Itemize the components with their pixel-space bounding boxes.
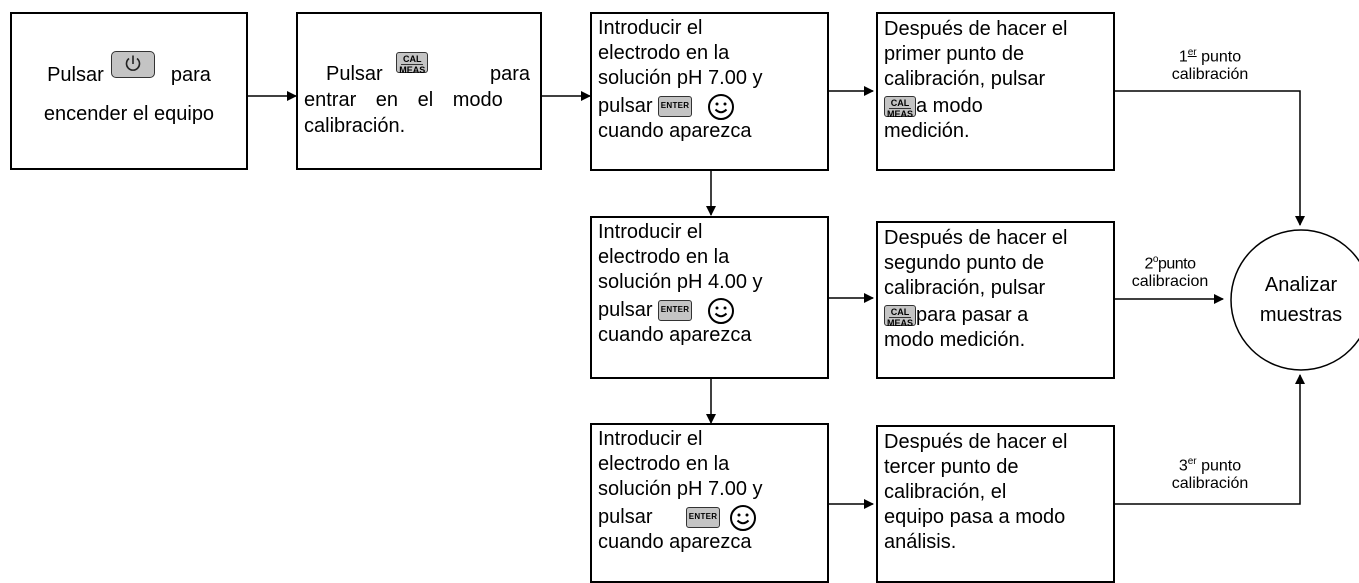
smiley-icon [707,93,734,120]
step4b-box: Después de hacer el segundo punto de cal… [876,221,1115,379]
step3b-box: Introducir el electrodo en la solución p… [590,216,829,379]
smiley-icon [707,297,734,324]
step4c-line1: Después de hacer el [884,431,1068,453]
step3b-line2: electrodo en la [598,246,730,268]
step1-line2: encender el equipo [43,103,215,125]
label-third-point: 3er punto calibración [1171,456,1249,493]
arrow-step4a-final [1115,90,1305,226]
step4b-line5: modo medición. [884,329,1026,351]
step4a-line4: a modo [916,95,983,117]
step4a-line1: Después de hacer el [884,18,1068,40]
step4a-line2: primer punto de [884,43,1025,65]
step4c-line3: calibración, el [884,481,1007,503]
step3c-line2: electrodo en la [598,453,730,475]
step4a-box: Después de hacer el primer punto de cali… [876,12,1115,171]
step1-text-pre: Pulsar [47,63,104,86]
step4a-line5: medición. [884,120,970,142]
step3a-line2: electrodo en la [598,42,730,64]
final-node: Analizar muestras [1231,270,1359,330]
label-first-point: 1er punto calibración [1171,47,1249,84]
power-key-icon [111,51,156,78]
step3c-line4: pulsar [598,506,653,528]
step3a-box: Introducir el electrodo en la solución p… [590,12,829,171]
step2-text-post: para [489,63,530,85]
arrow-step4c-final [1115,374,1305,505]
final-line2: muestras [1259,304,1343,326]
step3a-line1: Introducir el [598,17,703,39]
step4b-line4: para pasar a [916,304,1029,326]
step3b-line3: solución pH 4.00 y [598,271,763,293]
step4c-box: Después de hacer el tercer punto de cali… [876,425,1115,583]
step4c-line5: análisis. [884,531,957,553]
step3a-line4: pulsar [598,95,653,117]
final-line1: Analizar [1264,274,1338,296]
final-circle [1230,229,1359,371]
step3b-line5: cuando aparezca [598,324,752,346]
step4c-line2: tercer punto de [884,456,1019,478]
step1-box: Pulsar para encender el equipo [10,12,248,170]
step2-line2: entrar en el modo [304,89,503,111]
step3c-line3: solución pH 7.00 y [598,478,763,500]
enter-key-icon: ENTER [658,300,693,322]
label-second-point: 2opunto calibracion [1131,254,1209,291]
enter-key-icon: ENTER [658,96,693,118]
step3b-line4: pulsar [598,299,653,321]
step4b-line1: Después de hacer el [884,227,1068,249]
step2-line3: calibración. [304,115,406,137]
step4a-line3: calibración, pulsar [884,68,1046,90]
step3b-line1: Introducir el [598,221,703,243]
step3c-line5: cuando aparezca [598,531,752,553]
step3a-line3: solución pH 7.00 y [598,67,763,89]
step4c-line4: equipo pasa a modo [884,506,1066,528]
step3c-line1: Introducir el [598,428,703,450]
step2-text-pre: Pulsar [326,63,383,85]
step4b-line2: segundo punto de [884,252,1045,274]
enter-key-icon: ENTER [686,507,721,529]
step4b-line3: calibración, pulsar [884,277,1046,299]
step1-text-post: para [170,63,211,86]
step3c-box: Introducir el electrodo en la solución p… [590,423,829,583]
step3a-line5: cuando aparezca [598,120,752,142]
smiley-icon [729,504,756,531]
